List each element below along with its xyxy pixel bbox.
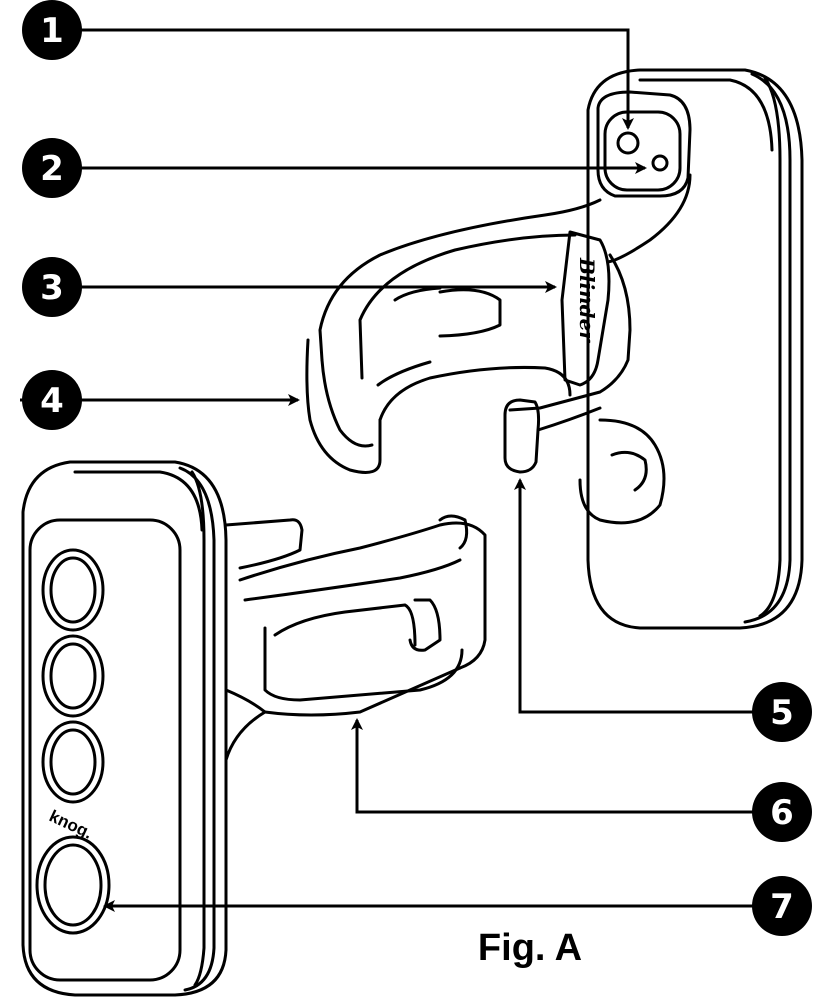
front-light-unit <box>23 462 485 995</box>
mode-button <box>618 133 638 153</box>
callout-5: 5 <box>752 682 812 742</box>
callout-6-number: 6 <box>770 793 794 833</box>
leader-line-5 <box>520 480 760 712</box>
callout-2-number: 2 <box>40 149 64 189</box>
leader-line-6 <box>357 720 760 812</box>
callout-5-number: 5 <box>770 693 794 733</box>
button-housing <box>605 112 680 190</box>
leader-lines <box>20 30 760 906</box>
indicator-light <box>653 156 667 170</box>
callout-3-number: 3 <box>40 268 64 308</box>
power-button <box>37 837 109 933</box>
callout-7-number: 7 <box>770 887 794 927</box>
callout-4-number: 4 <box>40 381 64 421</box>
leader-line-1 <box>80 30 628 128</box>
rear-light-unit <box>307 70 802 628</box>
brand-text: Blinder <box>575 257 599 343</box>
figure-caption: Fig. A <box>478 927 582 969</box>
callout-4: 4 <box>22 370 82 430</box>
callout-3: 3 <box>22 257 82 317</box>
callout-1-number: 1 <box>40 11 64 51</box>
callout-2: 2 <box>22 138 82 198</box>
callout-7: 7 <box>752 876 812 936</box>
callout-1: 1 <box>22 0 82 60</box>
callout-6: 6 <box>752 782 812 842</box>
